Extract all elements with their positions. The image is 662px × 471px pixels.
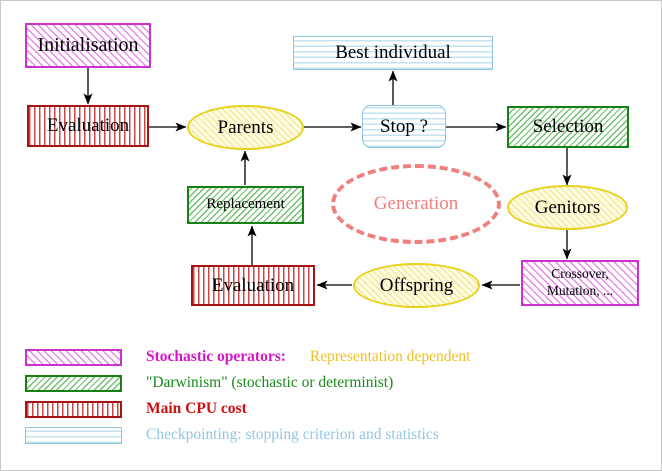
node-operators[interactable]: Crossover, Mutation, ...	[521, 260, 639, 306]
node-best-individual[interactable]: Best individual	[293, 36, 493, 70]
legend-label-primary: "Darwinism" (stochastic or determinist)	[146, 374, 394, 391]
legend-row: Checkpointing: stopping criterion and st…	[25, 423, 635, 447]
node-offspring[interactable]: Offspring	[353, 263, 480, 308]
legend-swatch-red	[25, 400, 122, 418]
node-evaluation-top[interactable]: Evaluation	[27, 105, 149, 147]
legend-label-secondary: Representation dependent	[309, 348, 471, 365]
node-parents[interactable]: Parents	[187, 105, 304, 150]
node-evaluation-bottom[interactable]: Evaluation	[191, 265, 315, 306]
node-replacement[interactable]: Replacement	[187, 186, 304, 224]
node-initialisation[interactable]: Initialisation	[25, 23, 151, 68]
legend-label-primary: Checkpointing: stopping criterion and st…	[146, 426, 439, 443]
legend-swatch-blue	[25, 426, 122, 444]
node-generation: Generation	[331, 164, 501, 244]
legend-row: Stochastic operators: Representation dep…	[25, 345, 635, 369]
node-selection[interactable]: Selection	[507, 106, 629, 148]
legend-row: "Darwinism" (stochastic or determinist)	[25, 371, 635, 395]
legend-label-primary: Main CPU cost	[146, 400, 247, 417]
legend-row: Main CPU cost	[25, 397, 635, 421]
node-genitors[interactable]: Genitors	[507, 185, 628, 230]
legend: Stochastic operators: Representation dep…	[25, 345, 635, 449]
node-stop[interactable]: Stop ?	[362, 105, 446, 148]
legend-swatch-green	[25, 374, 122, 392]
legend-swatch-magenta	[25, 348, 122, 366]
legend-label-primary: Stochastic operators:	[146, 348, 286, 365]
